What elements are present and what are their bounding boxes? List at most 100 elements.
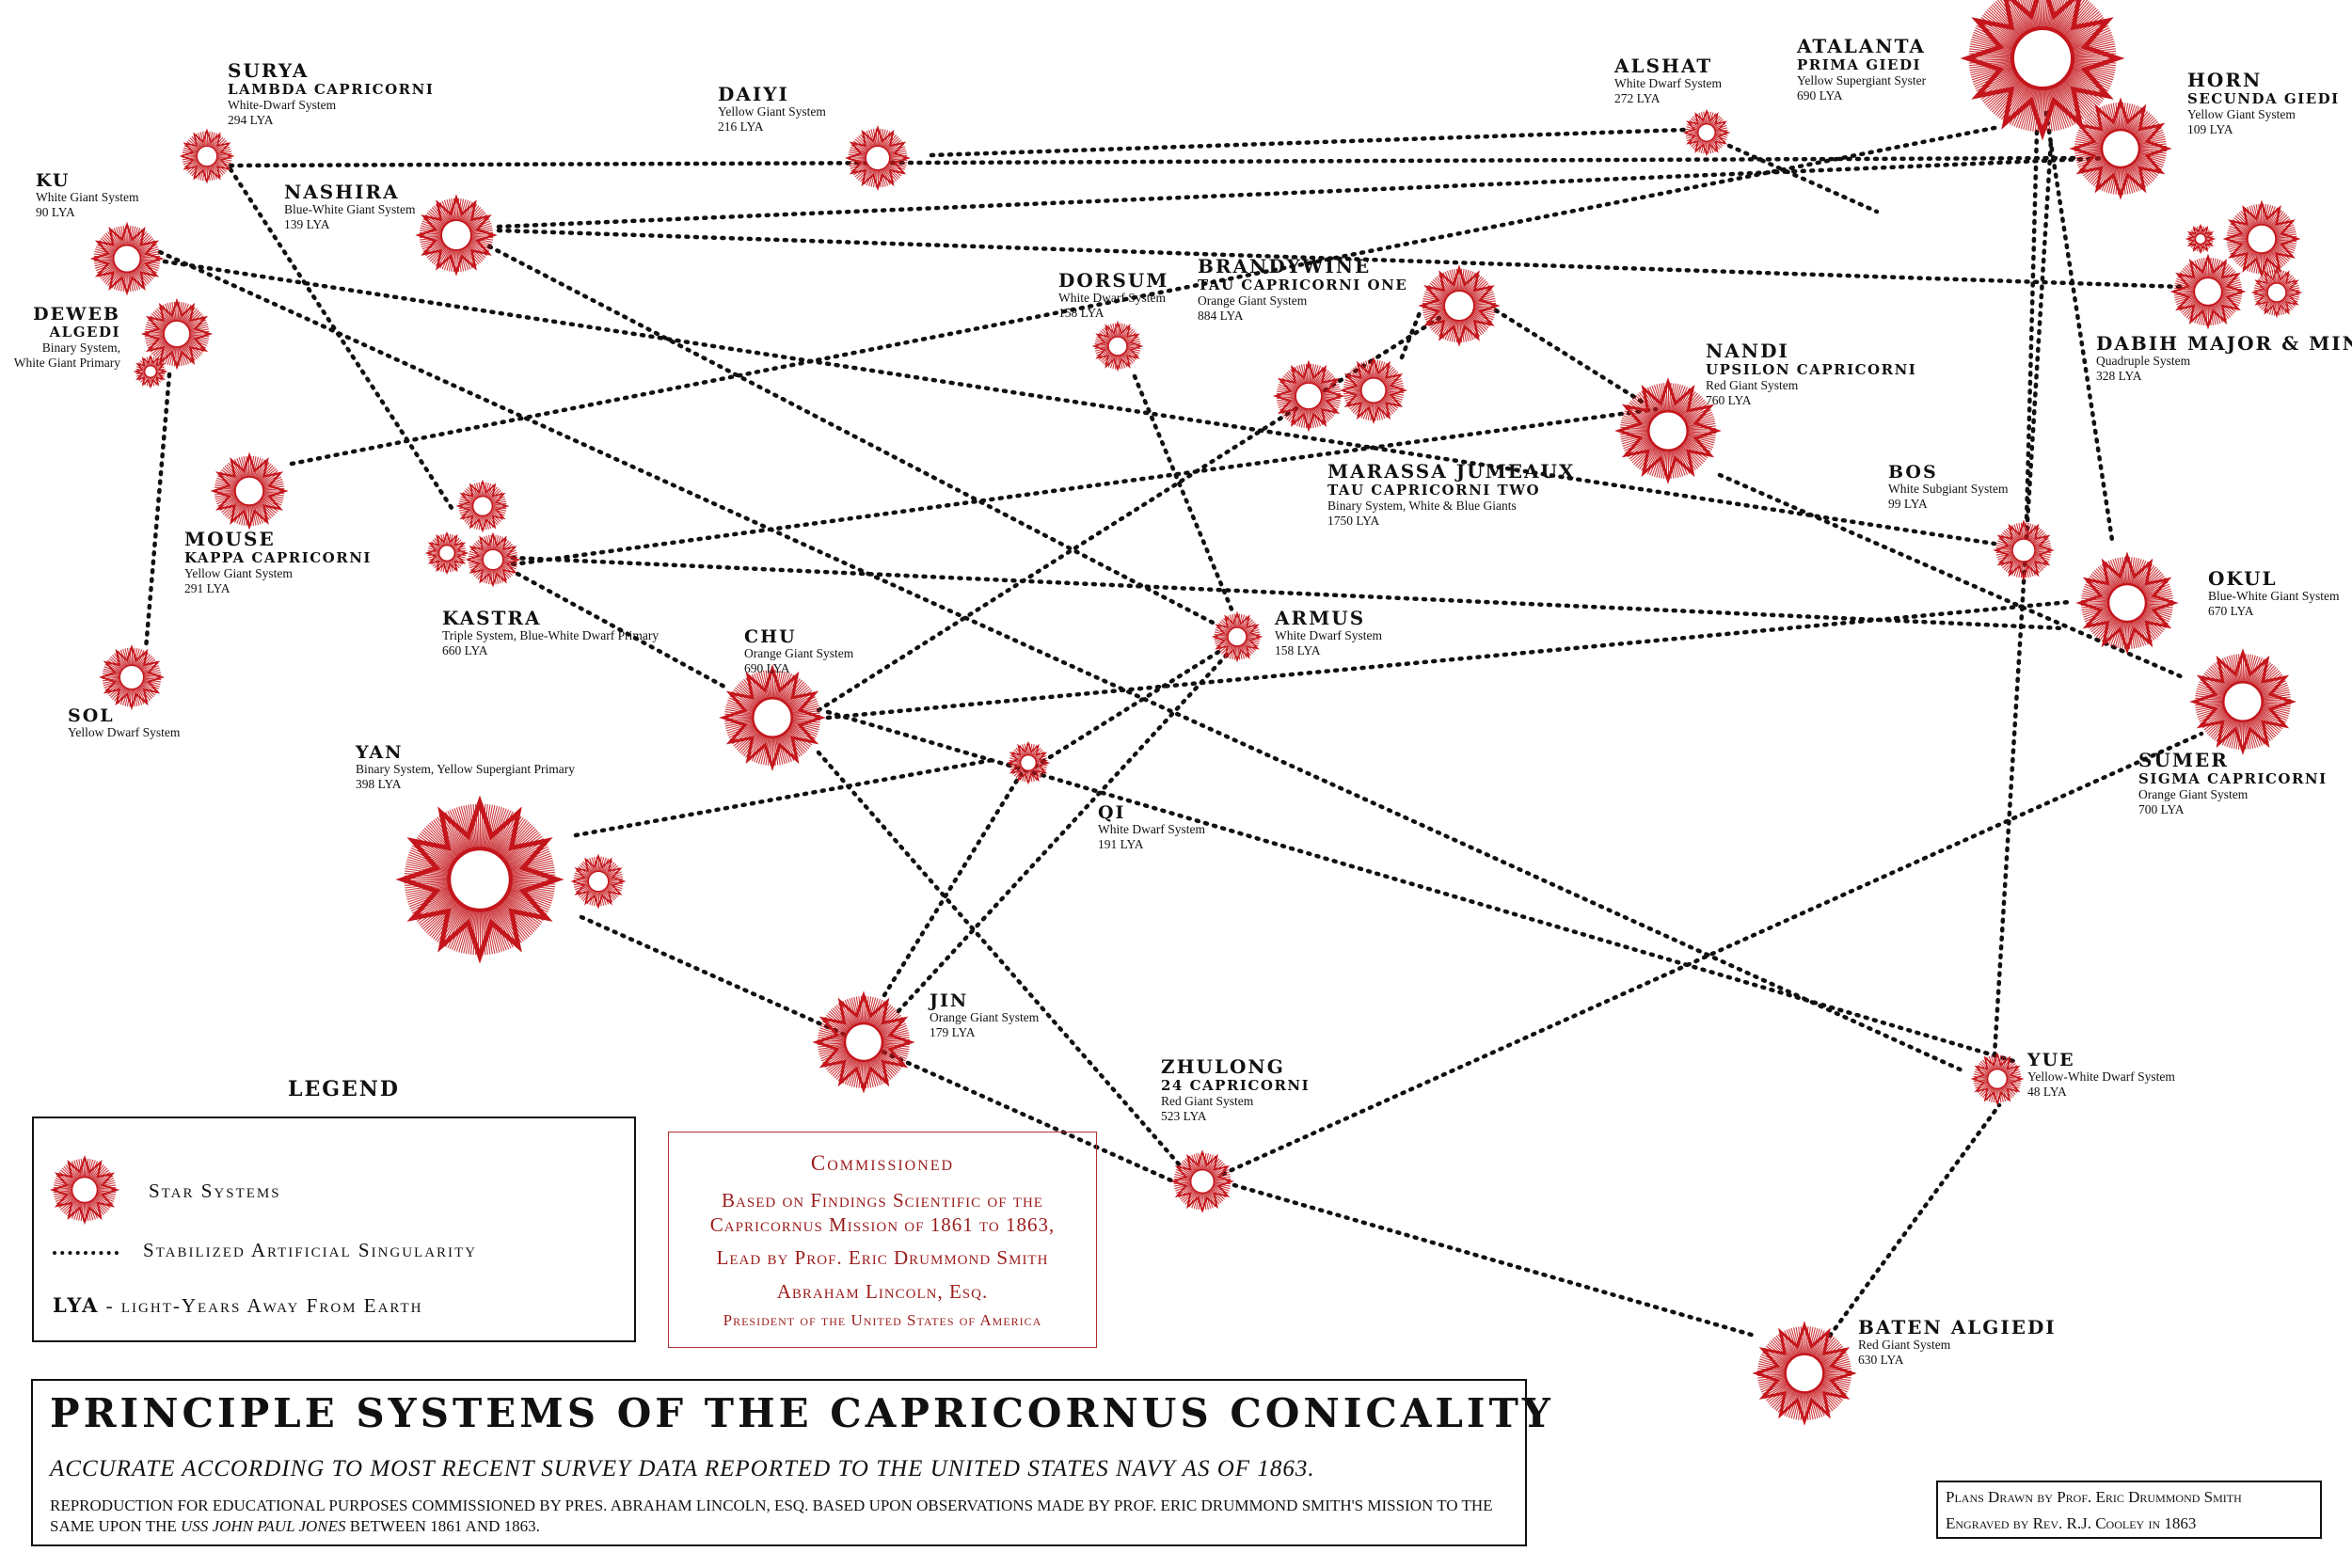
star-system-icon	[812, 990, 915, 1094]
star-description-chu: 690 LYA	[744, 661, 790, 675]
star-designation-nandi: UPSILON CAPRICORNI	[1706, 361, 1916, 378]
singularity-route	[1032, 646, 1226, 769]
commission-line-2: Capricornus Mission of 1861 to 1863,	[709, 1213, 1056, 1236]
star-name-sumer: SUMER	[2138, 749, 2229, 771]
star-system-icon	[140, 297, 214, 371]
star-system-icon	[2250, 266, 2303, 319]
reproduction-note-a: REPRODUCTION FOR EDUCATIONAL PURPOSES CO…	[50, 1497, 1493, 1535]
singularity-route	[896, 651, 1231, 1014]
credit-engraved: Engraved by Rev. R.J. Cooley in 1863	[1946, 1514, 2197, 1532]
star-system-icon	[455, 479, 510, 533]
star-description-dorsum: 158 LYA	[1058, 306, 1104, 320]
star-description-qi: 191 LYA	[1098, 837, 1144, 851]
star-description-kastra: Triple System, Blue-White Dwarf Primary	[442, 628, 659, 642]
star-description-sol: Yellow Dwarf System	[68, 725, 181, 739]
commission-line-3: Lead by Prof. Eric Drummond Smith	[716, 1246, 1049, 1269]
star-name-baten: BATEN ALGIEDI	[1858, 1316, 2057, 1338]
star-name-daiyi: DAIYI	[718, 83, 789, 105]
star-description-daiyi: 216 LYA	[718, 119, 764, 134]
singularity-route	[289, 124, 2002, 467]
star-name-nashira: NASHIRA	[284, 181, 400, 203]
reproduction-note-b: BETWEEN 1861 AND 1863.	[345, 1517, 540, 1535]
legend-star-systems: Star Systems	[149, 1180, 281, 1202]
star-description-alshat: 272 LYA	[1614, 91, 1661, 105]
star-name-kastra: KASTRA	[442, 607, 542, 629]
star-description-jin: 179 LYA	[930, 1025, 976, 1039]
reproduction-note-ship: USS JOHN PAUL JONES	[181, 1517, 346, 1535]
star-designation-atalanta: PRIMA GIEDI	[1797, 56, 1921, 73]
credit-drawn: Plans Drawn by Prof. Eric Drummond Smith	[1946, 1488, 2242, 1506]
star-system-icon	[1752, 1321, 1857, 1426]
star-name-yue: YUE	[2026, 1050, 2075, 1070]
singularity-route	[882, 771, 1024, 998]
star-name-brandywine: BRANDYWINE	[1198, 255, 1371, 277]
star-system-icon	[2075, 551, 2179, 655]
star-system-icon	[1614, 377, 1722, 484]
star-description-brandywine: Orange Giant System	[1198, 293, 1308, 308]
singularity-route	[573, 757, 995, 838]
commission-box: Commissioned Based on Findings Scientifi…	[668, 1132, 1097, 1348]
singularity-route	[143, 372, 172, 652]
star-name-bos: BOS	[1888, 462, 1938, 483]
star-description-okul: 670 LYA	[2208, 604, 2254, 618]
star-system-icon	[179, 128, 235, 184]
star-description-yan: 398 LYA	[356, 777, 402, 791]
star-description-nandi: 760 LYA	[1706, 393, 1752, 407]
map-subtitle: ACCURATE ACCORDING TO MOST RECENT SURVEY…	[50, 1456, 1315, 1481]
singularity-route	[816, 315, 1442, 713]
star-description-atalanta: Yellow Supergiant Syster	[1797, 73, 1927, 87]
star-designation-deweb: ALGEDI	[49, 324, 120, 341]
star-description-armus: 158 LYA	[1275, 643, 1321, 657]
singularity-route	[1132, 373, 1235, 614]
star-description-dabih: 328 LYA	[2096, 369, 2142, 383]
star-system-icon	[1993, 519, 2055, 581]
legend-title: LEGEND	[288, 1077, 400, 1101]
star-description-mouse: 291 LYA	[184, 581, 230, 595]
star-name-qi: QI	[1098, 802, 1125, 823]
star-system-icon	[415, 194, 498, 277]
star-name-okul: OKUL	[2208, 567, 2278, 590]
star-description-okul: Blue-White Giant System	[2208, 589, 2340, 603]
star-description-yue: Yellow-White Dwarf System	[2027, 1069, 2175, 1084]
star-name-sol: SOL	[68, 705, 115, 726]
legend-box: Star Systems Stabilized Artificial Singu…	[32, 1117, 636, 1342]
star-description-marassa: 1750 LYA	[1327, 514, 1380, 528]
singularity-route	[510, 555, 2068, 631]
commission-line-4: Abraham Lincoln, Esq.	[776, 1280, 989, 1303]
star-system-icon	[1682, 108, 1731, 157]
star-designation-brandywine: TAU CAPRICORNI ONE	[1198, 277, 1407, 293]
singularity-route	[2024, 129, 2040, 525]
legend-lya-abbr: LYA	[53, 1293, 100, 1317]
star-name-yan: YAN	[355, 742, 403, 763]
star-name-deweb: DEWEB	[33, 304, 120, 325]
star-description-qi: White Dwarf System	[1098, 822, 1205, 836]
star-name-atalanta: ATALANTA	[1796, 35, 1926, 57]
star-system-icon	[570, 853, 627, 910]
star-system-icon	[465, 531, 521, 588]
star-markers	[89, 0, 2303, 1426]
star-system-icon	[133, 354, 168, 389]
singularity-route	[496, 155, 2110, 230]
star-system-icon	[719, 664, 826, 771]
singularity-route	[228, 155, 2082, 168]
commission-heading: Commissioned	[810, 1151, 955, 1175]
star-name-alshat: ALSHAT	[1613, 55, 1712, 77]
star-system-icon	[1170, 1149, 1234, 1213]
star-description-baten: Red Giant System	[1858, 1338, 1951, 1352]
star-system-icon	[2185, 223, 2217, 255]
star-description-jin: Orange Giant System	[930, 1010, 1040, 1024]
star-name-surya: SURYA	[228, 59, 309, 82]
singularity-route	[1726, 143, 1880, 214]
star-description-bos: White Subgiant System	[1888, 482, 2009, 496]
singularity-route	[228, 166, 454, 511]
singularity-route	[1399, 308, 1423, 360]
singularity-route	[825, 709, 2016, 1064]
star-description-sumer: 700 LYA	[2138, 802, 2185, 816]
star-system-icon	[99, 644, 165, 710]
star-system-icon	[2222, 199, 2301, 278]
star-description-nandi: Red Giant System	[1706, 378, 1799, 392]
star-description-surya: White-Dwarf System	[228, 98, 337, 112]
star-system-icon	[424, 531, 469, 576]
star-name-mouse: MOUSE	[184, 528, 276, 550]
